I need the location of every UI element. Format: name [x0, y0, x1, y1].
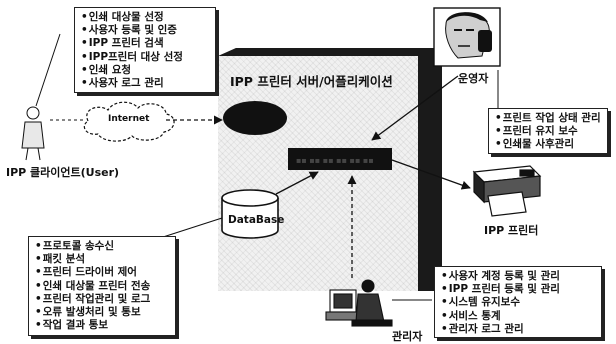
- list-item: 프린트 작업 상태 관리: [495, 112, 601, 125]
- administrator-icon: [325, 279, 393, 327]
- list-item: 패킷 분석: [35, 253, 169, 266]
- list-item: 관리자 로그 관리: [441, 323, 595, 336]
- print-module-box: [288, 148, 392, 170]
- internet-label: Internet: [108, 114, 150, 124]
- list-item: 인쇄 대상물 프린터 전송: [35, 280, 169, 293]
- list-item: 인쇄물 사후관리: [495, 138, 601, 151]
- print-processing-box: 프로토콜 송수신 패킷 분석 프린터 드라이버 제어 인쇄 대상물 프린터 전송…: [28, 236, 176, 336]
- operator-label: 운영자: [458, 72, 489, 85]
- list-item: 사용자 계정 등록 및 관리: [441, 270, 595, 283]
- server-title: IPP 프린터 서버/어플리케이션: [230, 74, 393, 89]
- svg-text:▪▪ ▪▪ ▪▪ ▪▪ ▪▪ ▪▪: ▪▪ ▪▪ ▪▪ ▪▪ ▪▪ ▪▪: [296, 156, 374, 165]
- list-item: IPP 프린터 등록 및 관리: [441, 283, 595, 296]
- internet-cloud-icon: [83, 101, 175, 142]
- list-item: 프로토콜 송수신: [35, 240, 169, 253]
- database-label: DataBase: [228, 214, 285, 226]
- arrow-operator-to-server: [371, 75, 459, 141]
- client-functions-box: 인쇄 대상물 선정 사용자 등록 및 인증 IPP 프린터 검색 IPP프린터 …: [74, 7, 216, 93]
- leader-client-box: [35, 33, 61, 107]
- operator-face-icon: [433, 7, 501, 67]
- list-item: 사용자 로그 관리: [81, 77, 209, 90]
- list-item: 서비스 통계: [441, 310, 595, 323]
- list-item: 시스템 유지보수: [441, 296, 595, 309]
- database-icon: [221, 189, 279, 239]
- list-item: 인쇄 대상물 선정: [81, 11, 209, 24]
- list-item: 프린터 작업관리 및 로그: [35, 293, 169, 306]
- list-item: 오류 발생처리 및 통보: [35, 306, 169, 319]
- ipp-printer-icon: [472, 165, 542, 217]
- list-item: IPP 프린터 검색: [81, 37, 209, 50]
- list-item: 작업 결과 통보: [35, 319, 169, 332]
- arrow-server-to-printer: [391, 159, 471, 190]
- client-label: IPP 클라이언트(User): [6, 166, 120, 179]
- list-item: 프린터 드라이버 제어: [35, 266, 169, 279]
- arrow-protocol-to-database: [159, 217, 223, 239]
- printer-label: IPP 프린터: [484, 224, 539, 237]
- admin-label: 관리자: [392, 330, 423, 343]
- admin-functions-box: 사용자 계정 등록 및 관리 IPP 프린터 등록 및 관리 시스템 유지보수 …: [434, 266, 602, 338]
- client-user-icon: [21, 106, 45, 161]
- server-panel: [218, 56, 418, 291]
- server-panel-top: [218, 48, 442, 56]
- list-item: 인쇄 요청: [81, 64, 209, 77]
- operator-functions-box: 프린트 작업 상태 관리 프린터 유지 보수 인쇄물 사후관리: [488, 108, 608, 154]
- list-item: 프린터 유지 보수: [495, 125, 601, 138]
- list-item: 사용자 등록 및 인증: [81, 24, 209, 37]
- server-module-ellipse: [223, 101, 287, 135]
- arrow-database-to-print: [275, 171, 319, 195]
- list-item: IPP프린터 대상 선정: [81, 51, 209, 64]
